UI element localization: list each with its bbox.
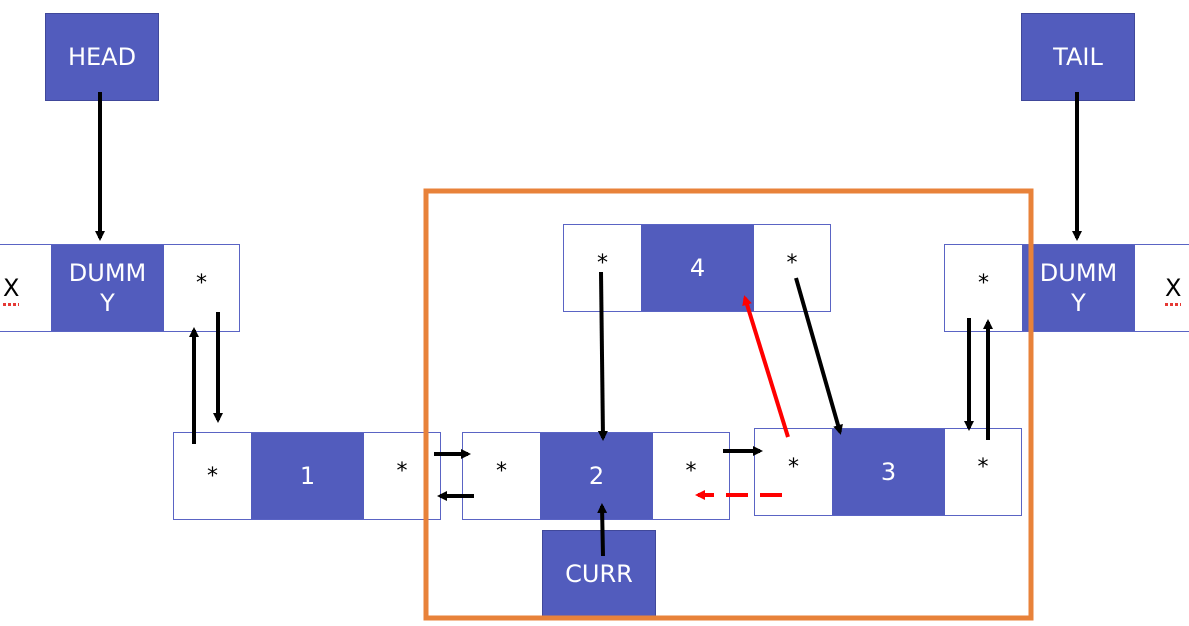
node-1: * 1 * — [173, 432, 441, 520]
node-3-value: 3 — [832, 429, 945, 515]
tail-dummy-null-marker: X — [1165, 274, 1182, 306]
highlight-frame — [423, 188, 1034, 621]
node4-to-node3-arrow — [794, 277, 843, 435]
curr-to-node2-arrow — [597, 503, 608, 557]
node-2-value: 2 — [540, 433, 653, 519]
node4-to-node2-arrow — [597, 271, 608, 441]
node-2-prev-pointer: * — [463, 433, 540, 519]
node-1-prev-pointer: * — [174, 433, 251, 519]
node-4-next-pointer: * — [754, 225, 830, 311]
curr-label: CURR — [542, 530, 656, 618]
head-dummy-null-marker: X — [3, 274, 20, 306]
head-dummy-node: DUMM Y * — [0, 244, 240, 332]
head-label: HEAD — [45, 13, 159, 101]
node-2: * 2 * — [462, 432, 730, 520]
head-dummy-value: DUMM Y — [51, 245, 164, 331]
node-4-value: 4 — [641, 225, 754, 311]
tail-dummy-value: DUMM Y — [1022, 245, 1135, 331]
tail-dummy-node: * DUMM Y — [944, 244, 1189, 332]
node-3-prev-pointer: * — [755, 429, 832, 515]
node-3-next-pointer: * — [945, 429, 1021, 515]
node-1-value: 1 — [251, 433, 364, 519]
tail-dummy-prev-pointer: * — [945, 245, 1022, 331]
node3-to-node4-arrow — [742, 295, 790, 438]
head-dummy-next-pointer: * — [164, 245, 239, 331]
node-3: * 3 * — [754, 428, 1022, 516]
node-4: * 4 * — [563, 224, 831, 312]
node-2-next-pointer: * — [653, 433, 729, 519]
